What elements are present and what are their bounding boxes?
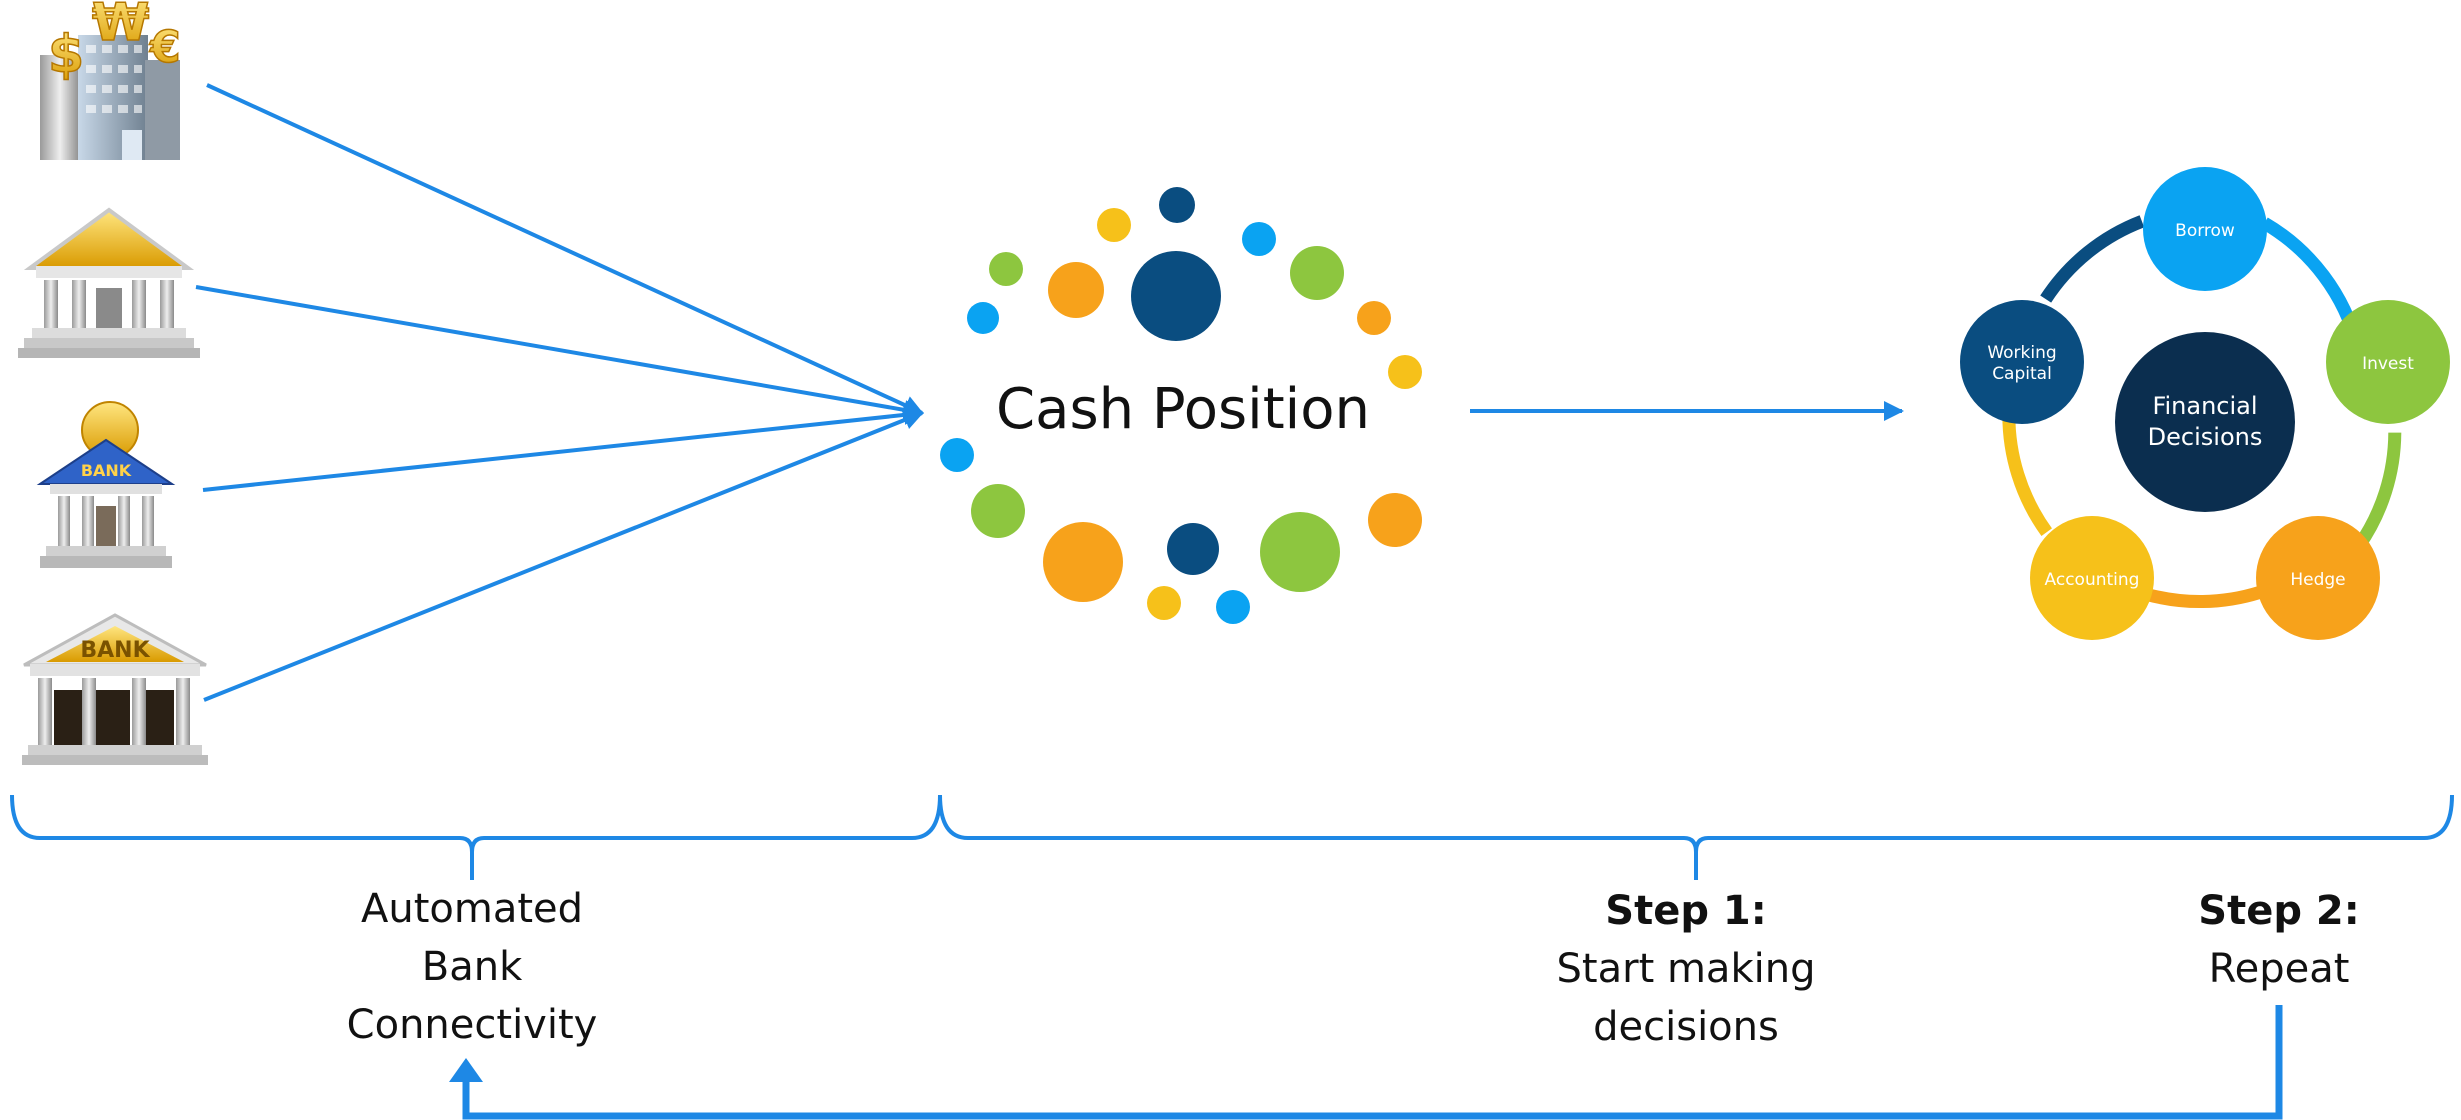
dot — [1260, 512, 1340, 592]
bank-doors-icon: BANK — [22, 613, 208, 765]
connector-arrow-2 — [195, 285, 924, 420]
dot — [967, 302, 999, 334]
ring-arc-working-borrow — [2040, 215, 2145, 303]
dot — [971, 484, 1025, 538]
financial-decisions-hub — [2115, 332, 2295, 512]
dot — [1388, 355, 1422, 389]
step1-label: Step 1: Start making decisions — [1536, 882, 1836, 1056]
node-hedge — [2256, 516, 2380, 640]
bank-sign-text: BANK — [81, 461, 132, 480]
dot — [1147, 586, 1181, 620]
node-working-capital-label-2: Capital — [1992, 364, 2052, 384]
dot — [989, 252, 1023, 286]
dot — [1043, 522, 1123, 602]
dot — [1167, 523, 1219, 575]
connector-arrow-3 — [202, 404, 924, 492]
bank-brace — [10, 794, 942, 880]
dot — [1357, 301, 1391, 335]
connector-arrow-1 — [206, 83, 924, 415]
svg-text:$: $ — [48, 25, 84, 85]
step1-title: Step 1: — [1605, 888, 1767, 934]
bank-connectivity-label: Automated Bank Connectivity — [312, 880, 632, 1054]
ring-arc-invest-hedge — [2353, 432, 2402, 550]
node-hedge-label: Hedge — [2290, 570, 2345, 590]
step2-label: Step 2: Repeat — [2129, 882, 2429, 998]
dot — [1242, 222, 1276, 256]
node-borrow — [2143, 167, 2267, 291]
bank-label-line-1: Automated — [360, 886, 584, 932]
step1-line-2: decisions — [1593, 1004, 1779, 1050]
dot — [1097, 208, 1131, 242]
node-invest — [2326, 300, 2450, 424]
dot — [1159, 187, 1195, 223]
dot — [1216, 590, 1250, 624]
bank-building-icon — [18, 207, 200, 358]
ring-arc-hedge-accounting — [2144, 586, 2262, 609]
dot — [1131, 251, 1221, 341]
decisions-brace — [938, 794, 2454, 880]
svg-text:₩: ₩ — [92, 0, 149, 53]
node-invest-label: Invest — [2362, 354, 2414, 374]
hub-label-line-2: Decisions — [2148, 423, 2263, 451]
cash-dots — [940, 187, 1422, 624]
node-working-capital-label-1: Working — [1987, 343, 2056, 363]
node-accounting-label: Accounting — [2045, 570, 2140, 590]
dot — [1368, 493, 1422, 547]
cash-position-label: Cash Position — [996, 377, 1370, 442]
step2-line-1: Repeat — [2208, 946, 2350, 992]
office-building-icon: $ ₩ € — [40, 0, 181, 160]
decision-cycle: Financial Decisions Borrow Invest Hedge … — [1960, 167, 2450, 640]
connector-arrow-4 — [203, 410, 924, 702]
dot — [1048, 262, 1104, 318]
node-working-capital — [1960, 300, 2084, 424]
step2-title: Step 2: — [2198, 888, 2360, 934]
dot — [940, 438, 974, 472]
node-borrow-label: Borrow — [2175, 221, 2235, 241]
dot — [1290, 246, 1344, 300]
bank-sign-text-2: BANK — [80, 638, 150, 663]
svg-text:€: € — [149, 22, 181, 73]
repeat-arrowhead — [449, 1058, 483, 1082]
node-accounting — [2030, 516, 2154, 640]
bank-coin-icon: BANK — [36, 401, 176, 568]
ring-arc-accounting-working — [2002, 410, 2052, 537]
hub-label-line-1: Financial — [2152, 392, 2257, 420]
step1-line-1: Start making — [1556, 946, 1816, 992]
bank-label-line-2: Bank — [421, 944, 523, 990]
repeat-return-arrow — [462, 1005, 2283, 1120]
bank-label-line-3: Connectivity — [346, 1002, 598, 1048]
